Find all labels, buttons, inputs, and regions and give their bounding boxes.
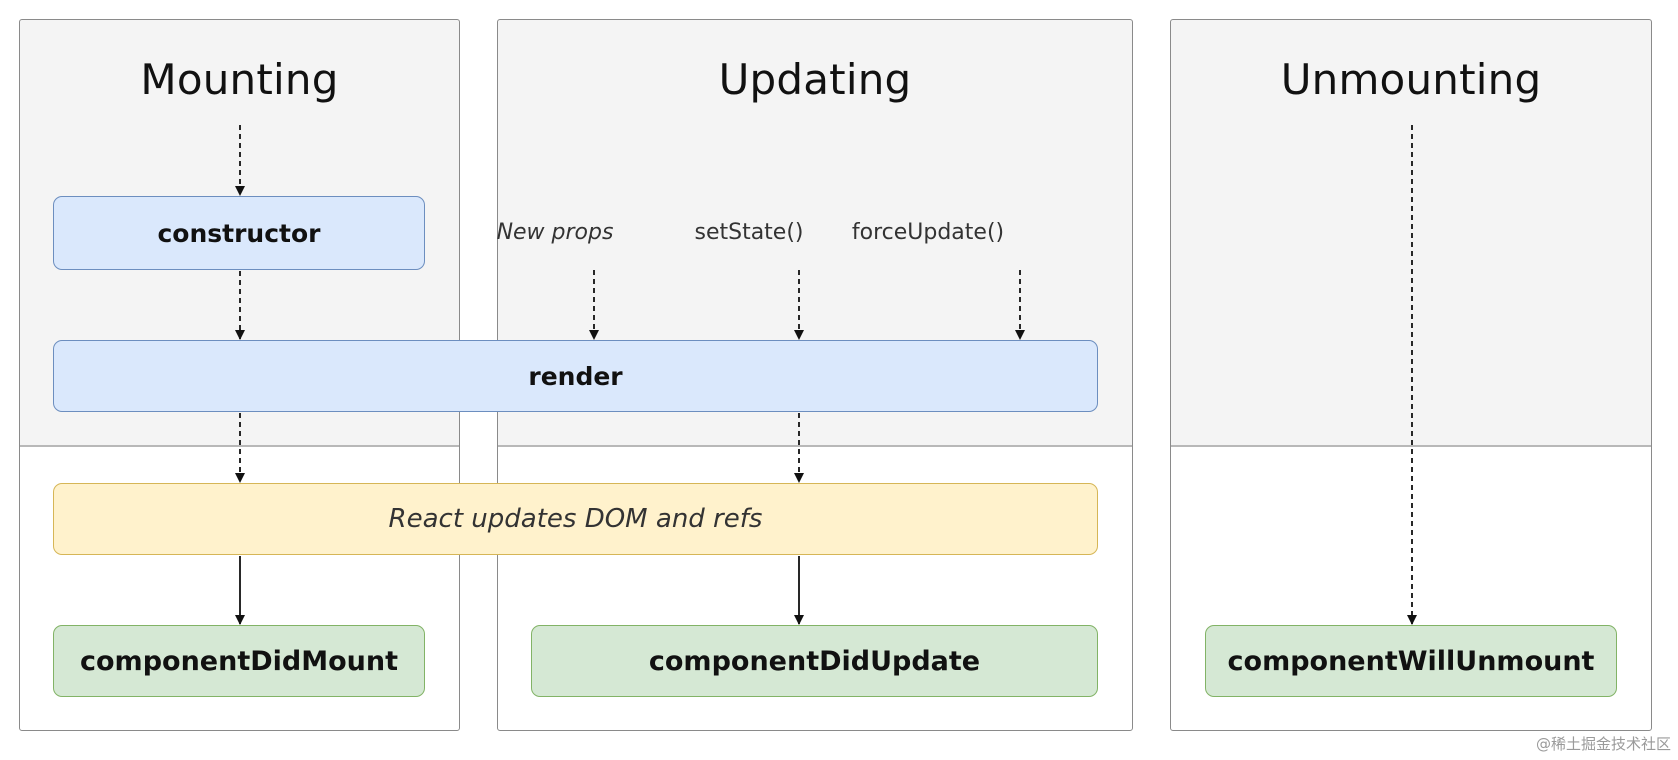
render-box: render bbox=[53, 340, 1098, 412]
component-will-unmount-box: componentWillUnmount bbox=[1205, 625, 1617, 697]
mounting-phase-title: Mounting bbox=[140, 55, 339, 104]
unmounting-phase-title: Unmounting bbox=[1280, 55, 1542, 104]
watermark: @稀土掘金技术社区 bbox=[1535, 735, 1671, 753]
trigger-new-props: New props bbox=[496, 220, 614, 245]
component-did-update-box: componentDidUpdate bbox=[531, 625, 1098, 697]
constructor-box: constructor bbox=[53, 196, 425, 270]
trigger-set-state: setState() bbox=[694, 220, 804, 245]
component-did-mount-box: componentDidMount bbox=[53, 625, 425, 697]
dom-update-box: React updates DOM and refs bbox=[53, 483, 1098, 555]
trigger-force-update: forceUpdate() bbox=[851, 220, 1005, 245]
updating-phase-title: Updating bbox=[718, 55, 912, 104]
unmounting-phase-panel: Unmounting bbox=[1170, 19, 1652, 731]
